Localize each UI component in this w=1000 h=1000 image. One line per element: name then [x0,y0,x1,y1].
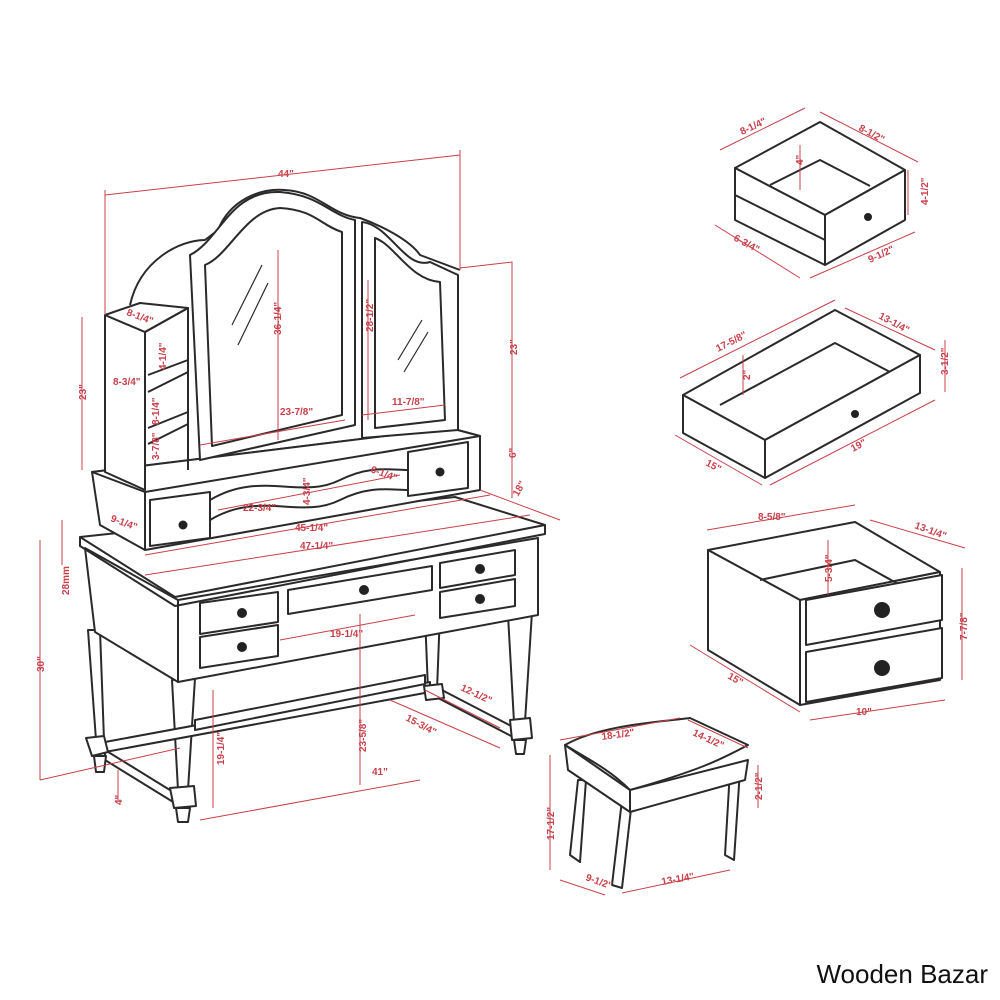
label-small-drawer-outer-width: 9-1/2" [867,244,897,266]
foot [175,807,191,823]
label-shelf-spacing-top: 4-1/4" [158,342,169,370]
side-mirror-glass [374,237,446,429]
vanity-desk [79,188,546,823]
label-kneehole-width: 19-1/4" [330,629,363,640]
label-stretcher-height: 4" [114,794,125,805]
foot-block [509,717,533,741]
label-center-drawer-inner-height: 2" [742,369,753,380]
drawer-front-bottom[interactable] [805,627,943,703]
label-leg-span-width: 41" [372,767,388,778]
shelf-tower-side [104,314,146,491]
small-drawer [734,121,906,266]
knob-icon [864,213,872,221]
label-double-drawer-outer-depth: 15" [726,671,745,689]
label-small-drawer-inner-height: 4" [795,154,806,165]
knob-icon [178,520,188,530]
label-double-drawer-depth: 13-1/4" [913,520,948,542]
stool [564,717,749,889]
center-mirror-frame [189,190,356,461]
center-mirror-glass [204,207,343,447]
label-shelf-spacing-mid: 8-1/4" [151,397,162,425]
label-stool-leg-width: 13-1/4" [661,871,696,888]
label-top-thickness: 28mm [61,566,72,595]
label-hutch-left-height: 23" [78,384,89,400]
hutch-scallop [209,468,409,501]
label-center-drawer-height: 3-1/2" [940,347,951,375]
label-kneehole-height: 23-5/8" [358,719,369,752]
label-desk-depth: 18" [511,479,529,498]
foot-block [423,683,445,701]
label-leg-clearance: 19-1/4" [216,732,227,765]
label-hutch-right-height: 23" [509,339,520,355]
label-center-mirror-width: 23-7/8" [280,407,313,418]
label-center-drawer-depth: 17-5/8" [714,330,749,355]
stool-cushion [564,717,749,791]
knob-icon [475,594,485,604]
foot [93,755,107,773]
label-hutch-width: 45-1/4" [295,523,328,534]
knob-icon [359,585,369,595]
label-double-drawer-height: 7-7/8" [959,612,970,640]
label-small-drawer-outer-depth: 6-3/4" [732,233,762,256]
label-double-drawer-outer-width: 10" [856,707,872,718]
label-center-drawer-width: 13-1/4" [877,311,912,336]
label-desk-height: 30" [36,656,47,672]
label-shelf-spacing-bottom: 3-7/8" [151,432,162,460]
label-stool-apron: 2-1/2" [754,772,765,800]
center-drawer [682,309,921,479]
label-double-drawer-inner-height: 5-3/4" [824,554,835,582]
label-center-drawer-outer-width: 19" [849,437,868,454]
mirror-crown [129,188,461,306]
side-mirror-frame [361,221,459,439]
leg-back-left [87,629,105,741]
label-small-drawer-depth: 8-1/4" [739,116,769,138]
knob-icon [237,608,247,618]
label-double-drawer-width: 8-5/8" [758,512,786,523]
hutch-base-top [91,427,481,493]
label-leg-span-depth: 15-3/4" [404,713,439,738]
label-desk-width: 47-1/4" [300,541,333,552]
foot-block [169,785,197,809]
foot-block [85,735,109,757]
label-small-drawer-width: 8-1/2" [857,123,887,146]
label-hutch-opening-height: 4-3/4" [302,477,313,505]
label-small-drawer-height: 4-1/2" [920,177,931,205]
knob-icon [435,467,445,477]
label-stool-height: 17-1/2" [546,807,557,840]
knob-icon [237,642,247,652]
knob-icon [874,660,890,676]
label-center-mirror-height: 36-1/4" [273,302,284,335]
label-shelf-width: 8-3/4" [113,377,141,388]
brand-watermark: Wooden Bazar [816,959,988,989]
dimension-lines [39,107,966,896]
label-side-mirror-height: 28-1/2" [365,299,376,332]
double-drawer [707,521,943,706]
knob-icon [874,602,890,618]
knob-icon [851,410,859,418]
label-overall-width: 44" [278,169,294,180]
hutch-drawer-left[interactable] [149,491,211,547]
leg-front-right [507,611,533,723]
label-side-mirror-width: 11-7/8" [392,397,425,408]
label-hutch-base-height: 6" [508,447,519,458]
label-stool-width: 18-1/2" [601,727,636,743]
knob-icon [475,564,485,574]
label-hutch-opening-width: 22-3/4" [243,503,276,514]
foot [513,739,527,755]
stretcher-front [194,674,426,731]
